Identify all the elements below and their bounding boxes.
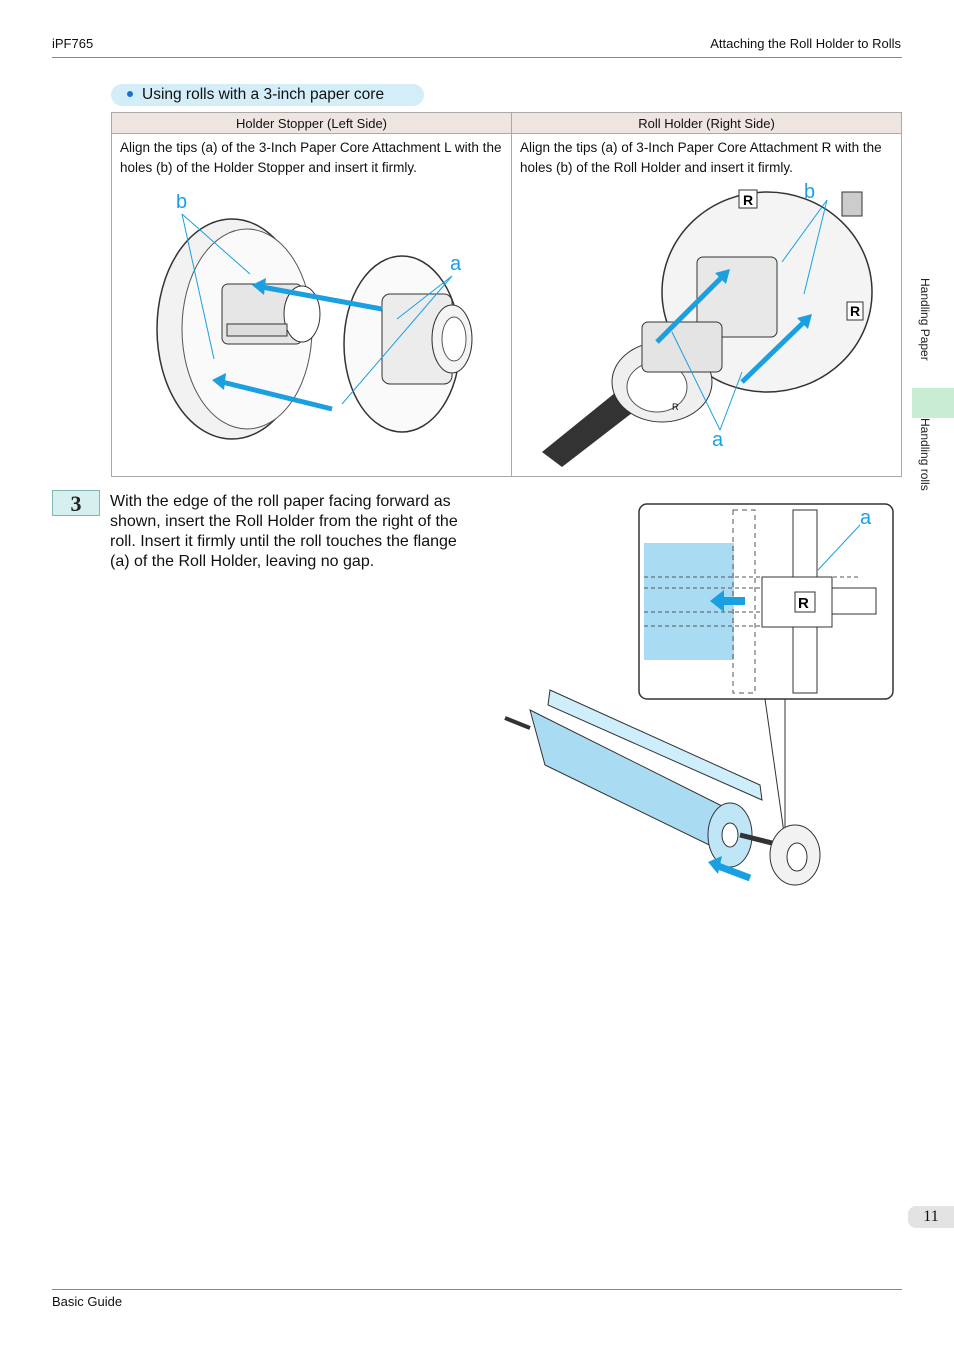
header-product: iPF765 xyxy=(52,36,94,51)
r-mark-side: R xyxy=(850,303,860,319)
step-instruction-text: With the edge of the roll paper facing f… xyxy=(110,493,458,570)
roll-insertion-illustration: R a xyxy=(504,503,894,886)
side-tab-current-marker xyxy=(912,388,954,418)
header-chapter-title: Attaching the Roll Holder to Rolls xyxy=(710,36,901,51)
r-mark-small: R xyxy=(672,402,679,412)
table-header-right: Roll Holder (Right Side) xyxy=(511,112,902,134)
bullet-icon xyxy=(127,91,133,97)
label-a: a xyxy=(450,253,462,275)
table-header-left: Holder Stopper (Left Side) xyxy=(111,112,512,134)
step-number-badge: 3 xyxy=(52,490,100,516)
label-b: b xyxy=(804,182,815,203)
header-divider xyxy=(52,57,902,58)
label-a: a xyxy=(860,507,872,529)
page-number: 11 xyxy=(908,1206,954,1228)
side-tab-label: Handling Paper xyxy=(918,278,932,361)
instruction-table: Holder Stopper (Left Side) Roll Holder (… xyxy=(111,112,902,477)
section-title: Using rolls with a 3-inch paper core xyxy=(142,86,385,103)
side-tab-label: Handling rolls xyxy=(918,418,932,491)
footer-divider xyxy=(52,1289,902,1290)
right-instruction-text: Align the tips (a) of 3-Inch Paper Core … xyxy=(520,140,882,175)
roll-holder-illustration: R R R b a xyxy=(542,182,873,467)
holder-stopper-illustration: b a xyxy=(156,194,473,440)
side-tab-handling-paper[interactable]: Handling Paper xyxy=(918,278,948,388)
table-cell-left: Align the tips (a) of the 3-Inch Paper C… xyxy=(111,133,512,477)
label-b: b xyxy=(176,194,187,213)
side-tab-handling-rolls[interactable]: Handling rolls xyxy=(918,418,948,528)
section-title-pill: Using rolls with a 3-inch paper core xyxy=(111,84,424,106)
r-mark-inset: R xyxy=(798,595,809,612)
footer-guide-name: Basic Guide xyxy=(52,1294,123,1309)
left-instruction-text: Align the tips (a) of the 3-Inch Paper C… xyxy=(120,140,502,175)
table-cell-right: Align the tips (a) of 3-Inch Paper Core … xyxy=(511,133,902,477)
label-a: a xyxy=(712,429,724,451)
r-mark-top: R xyxy=(743,192,753,208)
